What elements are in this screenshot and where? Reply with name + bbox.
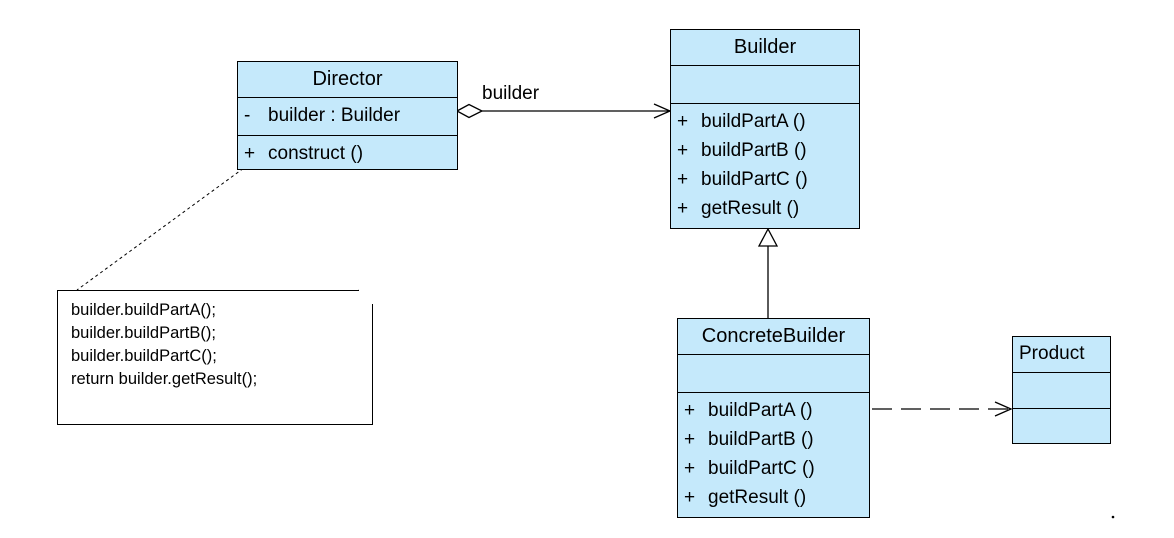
class-product[interactable]: Product	[1012, 336, 1111, 444]
note-anchor-line	[76, 164, 249, 291]
class-director-name: Director	[238, 62, 457, 98]
operation-row: +getResult ()	[684, 487, 807, 508]
operation-row: +buildPartA ()	[684, 400, 813, 421]
class-builder-name: Builder	[671, 30, 859, 66]
operation-row: +buildPartA ()	[677, 111, 806, 132]
class-product-name: Product	[1013, 337, 1110, 373]
operation-row: +getResult ()	[677, 198, 800, 219]
class-product-attributes	[1013, 373, 1110, 409]
class-concrete-builder-name: ConcreteBuilder	[678, 319, 869, 355]
class-director[interactable]: Director -builder : Builder +construct (…	[237, 61, 458, 170]
class-builder-operations: +buildPartA () +buildPartB () +buildPart…	[671, 104, 859, 223]
attribute-row: -builder : Builder	[244, 105, 401, 126]
generalization-edge	[757, 227, 779, 318]
class-concrete-builder[interactable]: ConcreteBuilder +buildPartA () +buildPar…	[677, 318, 870, 518]
class-director-attributes: -builder : Builder	[238, 98, 457, 136]
note-line: builder.buildPartA();	[71, 301, 216, 319]
operation-row: +buildPartC ()	[684, 458, 815, 479]
operation-row: +buildPartC ()	[677, 169, 808, 190]
note-line: return builder.getResult();	[71, 370, 258, 388]
dependency-arrowhead-icon	[994, 401, 1013, 417]
aggregation-edge	[455, 103, 672, 119]
operation-row: +buildPartB ()	[684, 429, 814, 450]
operation-row: +construct ()	[244, 143, 364, 164]
hollow-triangle-icon	[757, 227, 779, 247]
class-concrete-builder-attributes	[678, 355, 869, 393]
association-label: builder	[482, 83, 540, 104]
code-note[interactable]: builder.buildPartA(); builder.buildPartB…	[57, 290, 373, 425]
class-concrete-builder-operations: +buildPartA () +buildPartB () +buildPart…	[678, 393, 869, 512]
class-builder-attributes	[671, 66, 859, 104]
operation-row: +buildPartB ()	[677, 140, 807, 161]
dependency-edge	[872, 401, 1013, 417]
note-line: builder.buildPartB();	[71, 324, 216, 342]
aggregation-diamond-icon	[455, 103, 484, 119]
note-corner	[359, 290, 373, 304]
note-line: builder.buildPartC();	[71, 347, 217, 365]
stray-dot-icon	[1111, 515, 1115, 519]
class-director-operations: +construct ()	[238, 136, 457, 168]
class-builder[interactable]: Builder +buildPartA () +buildPartB () +b…	[670, 29, 860, 229]
